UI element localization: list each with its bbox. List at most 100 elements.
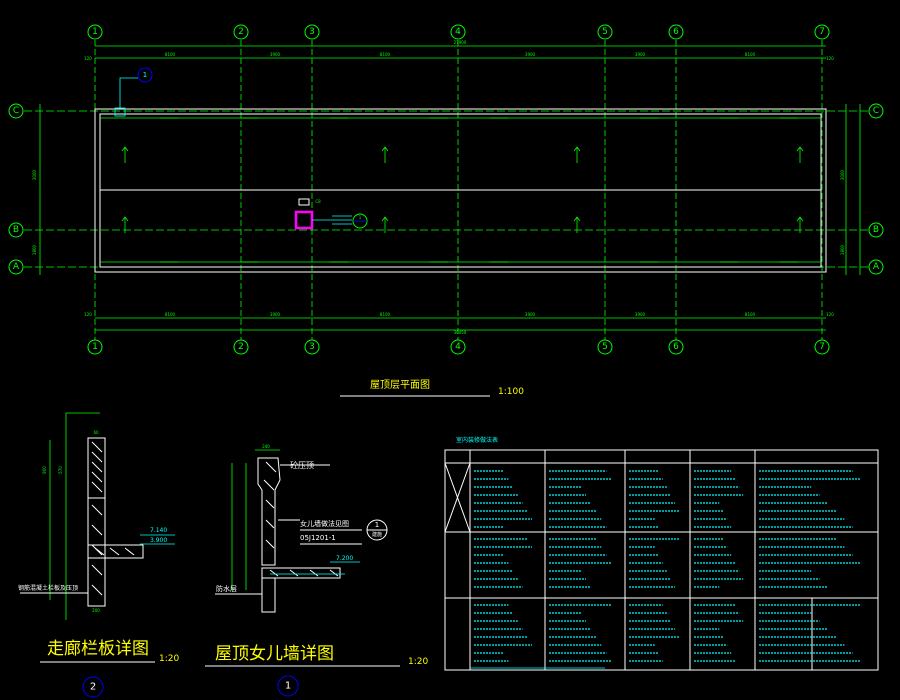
callout-1: 1 [114, 67, 153, 117]
parapet-number: 1 [285, 681, 291, 692]
column-bubble [814, 24, 830, 40]
column-bubble-label: 4 [455, 342, 461, 352]
parapet-elev: 7.200 [336, 555, 353, 562]
slope-arrow-head [121, 146, 129, 152]
column-bubble-label: 2 [238, 342, 244, 352]
column-bubble-label: 4 [455, 27, 461, 37]
slope-arrow-head [573, 216, 581, 222]
parapet-scale: 1:20 [408, 657, 428, 667]
dim-bottom-3: 8100 [380, 312, 391, 317]
dim-left-2: 1800 [32, 244, 37, 255]
hatch-label: C8 [315, 199, 321, 204]
corridor-note: 钢筋混凝土栏板及压顶 [18, 584, 78, 592]
parapet-label-bottom: 防水层 [216, 584, 237, 593]
column-bubble [304, 24, 320, 40]
row-bubble-label: A [873, 262, 880, 272]
dim-top-6: 8100 [745, 52, 756, 57]
column-bubble [668, 24, 684, 40]
row-bubble-label: B [13, 225, 19, 235]
slope-arrow-head [573, 146, 581, 152]
corridor-dim-side: 900 [42, 466, 47, 474]
column-bubble-label: 3 [309, 342, 315, 352]
corridor-detail: 900 570 60 200 7.140 3.900 钢筋混凝土栏板及压顶 走廊… [18, 412, 179, 698]
column-bubble [450, 339, 466, 355]
column-bubbles: 1 1 2 2 3 3 4 4 5 5 6 6 7 7 [87, 24, 830, 355]
corridor-elev-1: 7.140 [150, 527, 167, 534]
plan-scale: 1:100 [498, 387, 524, 397]
column-bubble-label: 7 [819, 27, 825, 37]
finish-schedule: 室内装修做法表 [444, 436, 879, 671]
slope-arrow-head [381, 146, 389, 152]
slope-arrow-head [796, 216, 804, 222]
dim-top-3: 8100 [380, 52, 391, 57]
corridor-scale: 1:20 [159, 654, 179, 664]
column-bubble-label: 3 [309, 27, 315, 37]
callout-number: 1 [143, 71, 147, 79]
corridor-dim-mid: 570 [58, 466, 63, 474]
dim-bottom-end-left: 120 [84, 312, 92, 317]
column-bubble [597, 339, 613, 355]
dim-left-1: 3000 [32, 169, 37, 180]
column-bubble-label: 5 [602, 27, 608, 37]
column-bubble [814, 339, 830, 355]
row-bubble [8, 222, 24, 238]
parapet-label-top: 砼压顶 [290, 460, 314, 470]
row-bubble [8, 103, 24, 119]
column-bubble-label: 7 [819, 342, 825, 352]
dim-bottom-2: 3900 [270, 312, 281, 317]
dim-bottom-6: 8100 [745, 312, 756, 317]
dim-top-4: 3900 [525, 52, 536, 57]
dim-bottom-1: 8100 [165, 312, 176, 317]
parapet-detail-ref-sheet: 建施 [372, 531, 382, 538]
bottom-dimensions: 120 120 30450 8100 3900 8100 3900 3900 8… [84, 312, 834, 335]
dim-right-2: 1800 [840, 244, 845, 255]
corridor-title: 走廊栏板详图 [47, 639, 149, 659]
dim-top-1: 8100 [165, 52, 176, 57]
dim-top-overall: 27900 [454, 40, 467, 45]
row-bubble-label: C [873, 106, 879, 116]
dim-bottom-end-right: 120 [826, 312, 834, 317]
column-bubble-label: 6 [673, 342, 679, 352]
parapet-detail-ref-number: 1 [375, 521, 379, 529]
corridor-number: 2 [90, 682, 96, 693]
corridor-elev-2: 3.900 [150, 537, 167, 544]
dim-top-2: 3900 [270, 52, 281, 57]
schedule-cell-notes [474, 470, 861, 662]
parapet-detail: 240 砼压顶 女儿墙做法见图 05J1201-1 1 建施 7.200 防水层… [205, 444, 428, 697]
hatch-detail-ref: 1 [359, 215, 362, 220]
slope-arrow-head [121, 216, 129, 222]
column-bubble [87, 339, 103, 355]
column-bubble-label: 5 [602, 342, 608, 352]
dim-end-left: 120 [84, 56, 92, 61]
column-bubble [304, 339, 320, 355]
side-dimensions: 3000 1800 3000 1800 [32, 104, 861, 275]
column-bubble [450, 24, 466, 40]
dim-top-5: 3900 [635, 52, 646, 57]
slope-arrow-head [796, 146, 804, 152]
corridor-dim-bottom: 200 [92, 608, 100, 613]
parapet-label-mid: 女儿墙做法见图 [300, 519, 349, 528]
column-bubble-label: 2 [238, 27, 244, 37]
slope-arrow-head [381, 216, 389, 222]
row-bubble [868, 259, 884, 275]
dim-bottom-5: 3900 [635, 312, 646, 317]
column-bubble [597, 24, 613, 40]
parapet-label-ref: 05J1201-1 [300, 534, 336, 542]
roof-hatch: C8 1 [294, 198, 368, 230]
column-bubble [87, 24, 103, 40]
column-bubble [233, 339, 249, 355]
column-bubble-label: 1 [92, 27, 98, 37]
row-bubble-label: C [13, 106, 19, 116]
column-bubble-label: 6 [673, 27, 679, 37]
corridor-dim-top: 60 [93, 430, 99, 435]
dim-end-right: 120 [826, 56, 834, 61]
plan-title: 屋顶层平面图 [370, 379, 430, 391]
plan-title-block: 屋顶层平面图 1:100 [340, 379, 524, 397]
top-dimensions: 120 120 27900 8100 3900 8100 3900 3900 8… [84, 40, 834, 61]
parapet-title: 屋顶女儿墙详图 [215, 644, 334, 664]
drain-marks [121, 117, 804, 263]
dim-bottom-overall: 30450 [454, 330, 467, 335]
